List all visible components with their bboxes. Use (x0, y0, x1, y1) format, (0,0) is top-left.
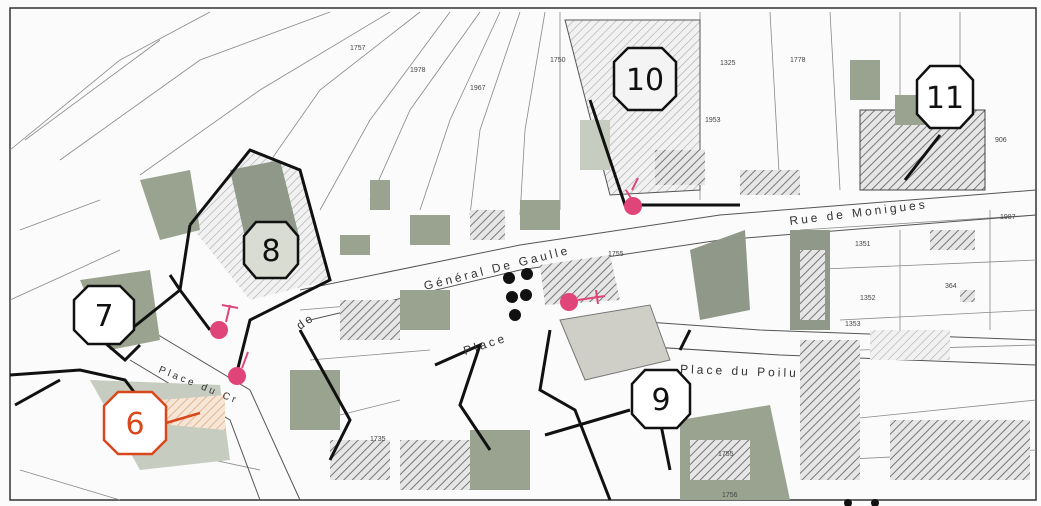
poi-point-9[interactable] (560, 293, 578, 311)
parcel-number: 1978 (410, 67, 426, 74)
poi-point-8b[interactable] (228, 367, 246, 385)
parcel-number: 1755 (608, 251, 624, 258)
parcel-number: 1987 (1000, 214, 1016, 221)
parcel-number: 1750 (550, 57, 566, 64)
marker-7[interactable]: 7 (72, 284, 136, 346)
parcel-lines (9, 11, 1037, 501)
poi-point-10[interactable] (624, 197, 642, 215)
parcel-number: 1735 (370, 436, 386, 443)
marker-10-label: 10 (626, 63, 664, 98)
marker-8-label: 8 (261, 234, 280, 269)
poi-point-8a[interactable] (210, 321, 228, 339)
parcel-number: 1353 (845, 321, 861, 328)
parcel-number: 1352 (860, 295, 876, 302)
marker-7-label: 7 (94, 299, 113, 334)
parcel-number: 1351 (855, 241, 871, 248)
marker-6-label: 6 (125, 407, 144, 442)
parcel-number: 1967 (470, 85, 486, 92)
parcel-number: 1757 (350, 45, 366, 52)
parcel-number: 906 (995, 137, 1007, 144)
marker-8[interactable]: 8 (242, 220, 300, 280)
marker-11-label: 11 (926, 81, 964, 116)
parcel-number: 1778 (790, 57, 806, 64)
parcel-number: 364 (945, 283, 957, 290)
parcel-number: 1325 (720, 60, 736, 67)
pink-points (210, 177, 642, 385)
parcel-number: 1953 (705, 117, 721, 124)
street-place-du-poilu: Place du Poilu (680, 362, 799, 380)
marker-9-label: 9 (651, 383, 670, 418)
black-dot-cluster (503, 268, 879, 506)
parcel-numbers: 1750 1325 1778 1953 1351 1352 1353 1755 … (350, 45, 1016, 499)
marker-11[interactable]: 11 (915, 64, 975, 130)
parcel-number: 1756 (722, 492, 738, 499)
marker-9[interactable]: 9 (630, 368, 692, 430)
parcel-number: 1755 (718, 451, 734, 458)
marker-10[interactable]: 10 (612, 46, 678, 112)
marker-6[interactable]: 6 (102, 390, 201, 456)
